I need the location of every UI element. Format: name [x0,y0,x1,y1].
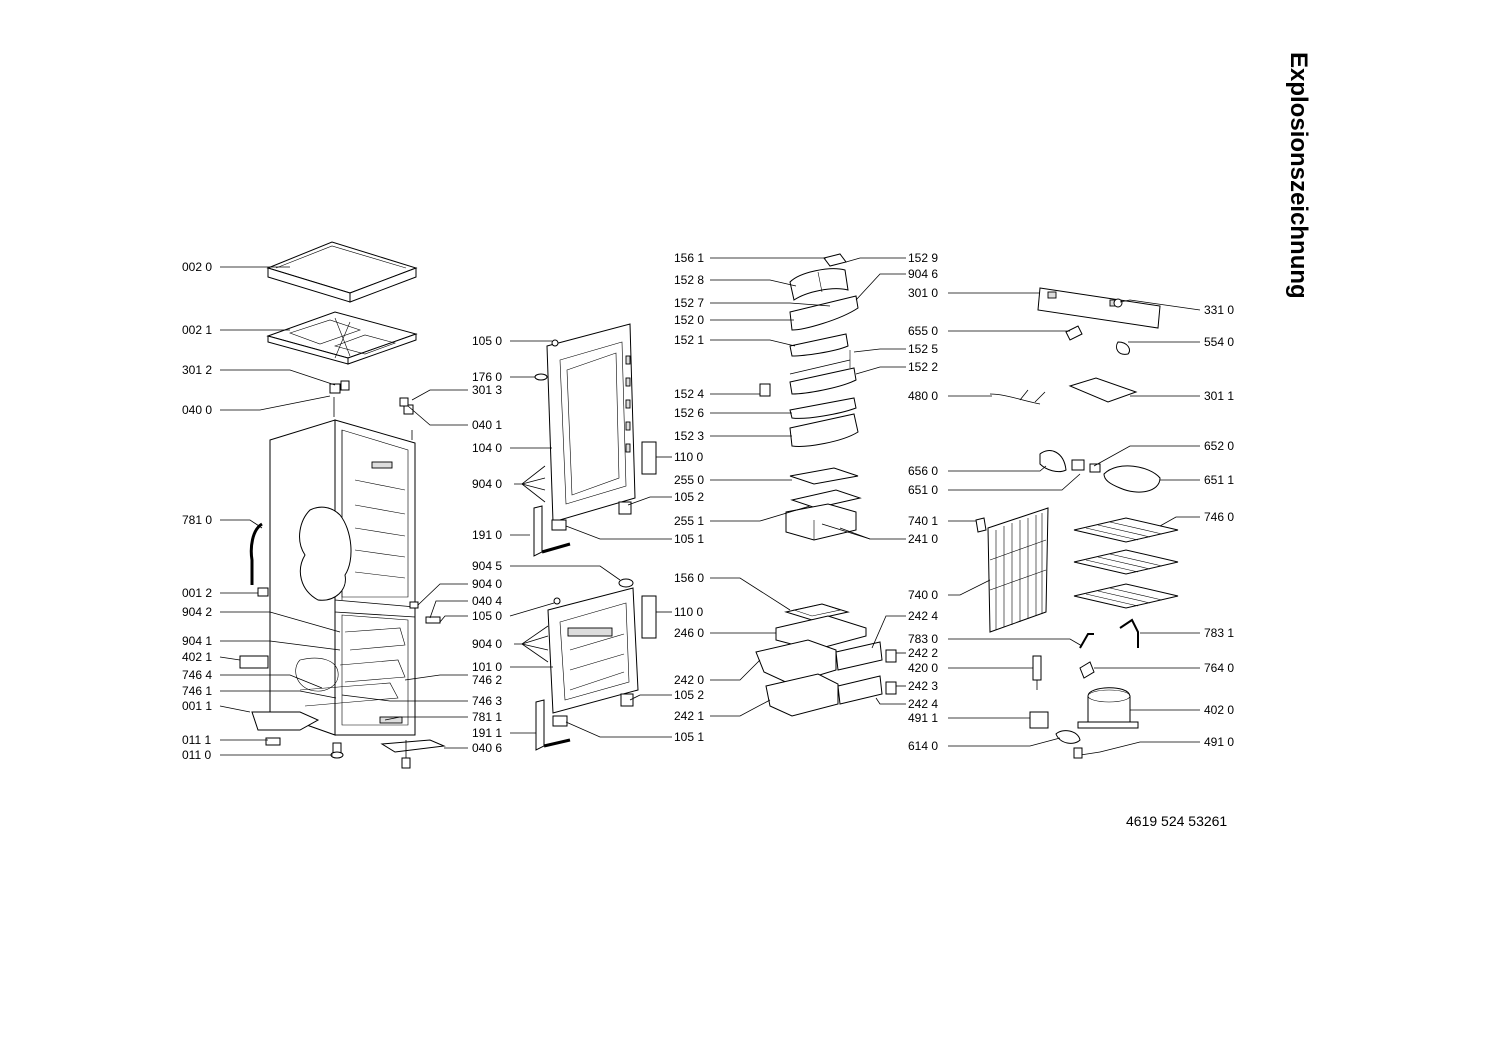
cooling-components-parts [975,287,1179,759]
lbl-746-3: 746 3 [472,694,502,708]
lbl-156-1: 156 1 [674,251,704,265]
lbl-002-0: 002 0 [182,260,212,274]
lbl-011-1: 011 1 [182,733,211,747]
lbl-011-0: 011 0 [182,748,211,762]
lbl-040-1: 040 1 [472,418,502,432]
fridge-door-part [533,323,657,557]
lbl-740-1: 740 1 [908,514,938,528]
lbl-402-0: 402 0 [1204,703,1234,717]
lbl-105-1a: 105 1 [674,532,704,546]
lbl-156-0: 156 0 [674,571,704,585]
lbl-480-0: 480 0 [908,389,938,403]
lbl-191-1: 191 1 [472,726,502,740]
lbl-904-6: 904 6 [908,267,938,281]
lbl-301-0: 301 0 [908,286,938,300]
lbl-152-3: 152 3 [674,429,704,443]
lbl-191-0: 191 0 [472,528,502,542]
lbl-152-1: 152 1 [674,333,704,347]
lbl-105-0b: 105 0 [472,609,502,623]
leader-lines [219,257,1201,756]
lbl-331-0: 331 0 [1204,303,1234,317]
lbl-040-0: 040 0 [182,403,212,417]
lbl-152-5: 152 5 [908,342,938,356]
lbl-783-1: 783 1 [1204,626,1234,640]
part-number-labels: 002 0 002 1 301 2 040 0 781 0 001 2 904 … [182,251,1234,762]
lbl-301-3: 301 3 [472,383,502,397]
lbl-152-7: 152 7 [674,296,704,310]
lbl-105-1b: 105 1 [674,730,704,744]
lbl-101-0: 101 0 [472,660,502,674]
lbl-001-1: 001 1 [182,699,212,713]
lbl-746-4: 746 4 [182,668,212,682]
lbl-255-0: 255 0 [674,473,704,487]
evaporator-coil [987,507,1049,633]
door-shelves-parts [755,253,897,717]
lbl-491-1: 491 1 [908,711,938,725]
lbl-301-1: 301 1 [1204,389,1234,403]
lbl-105-2a: 105 2 [674,490,704,504]
freezer-door-part [535,578,657,751]
lbl-491-0: 491 0 [1204,735,1234,749]
lbl-152-2: 152 2 [908,360,938,374]
lbl-152-4: 152 4 [674,387,704,401]
lbl-656-0: 656 0 [908,464,938,478]
lbl-652-0: 652 0 [1204,439,1234,453]
lbl-242-4b: 242 4 [908,697,938,711]
lbl-246-0: 246 0 [674,626,704,640]
freezer-grid-shelves [1073,517,1179,609]
hinge-bracket-part [329,380,414,440]
lbl-904-0b: 904 0 [472,477,502,491]
lbl-904-2: 904 2 [182,605,212,619]
lbl-651-0: 651 0 [908,483,938,497]
lbl-614-0: 614 0 [908,739,938,753]
lbl-746-1: 746 1 [182,684,212,698]
lbl-764-0: 764 0 [1204,661,1234,675]
lbl-740-0: 740 0 [908,588,938,602]
cabinet-small-parts [239,522,446,769]
lbl-242-3: 242 3 [908,679,938,693]
lbl-904-5: 904 5 [472,559,502,573]
lbl-904-1: 904 1 [182,634,212,648]
lbl-152-8: 152 8 [674,273,704,287]
lbl-104-0: 104 0 [472,441,502,455]
lbl-176-0: 176 0 [472,370,502,384]
lbl-242-4a: 242 4 [908,609,938,623]
lbl-420-0: 420 0 [908,661,938,675]
lbl-783-0: 783 0 [908,632,938,646]
lbl-655-0: 655 0 [908,324,938,338]
compressor [1077,687,1139,729]
lbl-554-0: 554 0 [1204,335,1234,349]
lbl-105-2b: 105 2 [674,688,704,702]
lbl-904-0a: 904 0 [472,577,502,591]
lbl-152-0: 152 0 [674,313,704,327]
lbl-651-1: 651 1 [1204,473,1234,487]
lbl-746-2: 746 2 [472,673,502,687]
top-frame-part [266,311,418,365]
lbl-781-0: 781 0 [182,513,212,527]
lbl-242-1: 242 1 [674,709,704,723]
lbl-105-0a: 105 0 [472,334,502,348]
lbl-152-9: 152 9 [908,251,938,265]
lbl-781-1: 781 1 [472,710,502,724]
lbl-110-0b: 110 0 [674,605,703,619]
lbl-110-0a: 110 0 [674,450,703,464]
lbl-242-2: 242 2 [908,646,938,660]
document-number: 4619 524 53261 [1126,813,1228,829]
lbl-001-2: 001 2 [182,586,212,600]
lbl-904-0c: 904 0 [472,637,502,651]
lbl-241-0: 241 0 [908,532,938,546]
lbl-242-0: 242 0 [674,673,704,687]
lbl-040-6: 040 6 [472,741,502,755]
cabinet-body-part [269,419,416,736]
lbl-255-1: 255 1 [674,514,704,528]
lbl-301-2: 301 2 [182,363,212,377]
lbl-402-1: 402 1 [182,650,212,664]
lbl-152-6: 152 6 [674,406,704,420]
top-cover-part [266,241,418,303]
lbl-040-4: 040 4 [472,594,502,608]
lbl-746-0: 746 0 [1204,510,1234,524]
lbl-002-1: 002 1 [182,323,212,337]
